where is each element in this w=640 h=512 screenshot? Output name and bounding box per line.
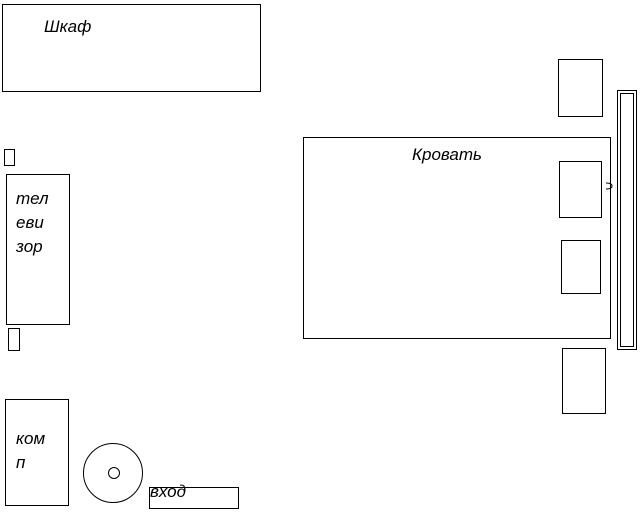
bed-label: Кровать [412,145,482,164]
computer-label-line-1: ком [16,429,46,448]
wardrobe [2,4,261,92]
wardrobe-label: Шкаф [44,17,92,36]
small-box-top-left [4,149,15,166]
pillow-bottom [561,240,601,294]
nightstand-bottom [562,348,606,414]
entrance [149,487,239,509]
tv-label-line-1: тел [16,189,49,208]
tv-label-line-3: зор [16,237,43,256]
hook-icon [605,182,613,190]
computer-desk [5,399,69,506]
small-box-mid-left [8,328,20,351]
nightstand-top [558,59,603,117]
tv-label-line-2: еви [16,213,44,232]
entrance-label: вход [150,482,187,501]
computer-label-line-2: п [16,453,26,472]
tv-stand [6,174,70,325]
radiator-inner [620,93,634,347]
pillow-top [559,161,602,218]
chair-inner [108,467,120,479]
